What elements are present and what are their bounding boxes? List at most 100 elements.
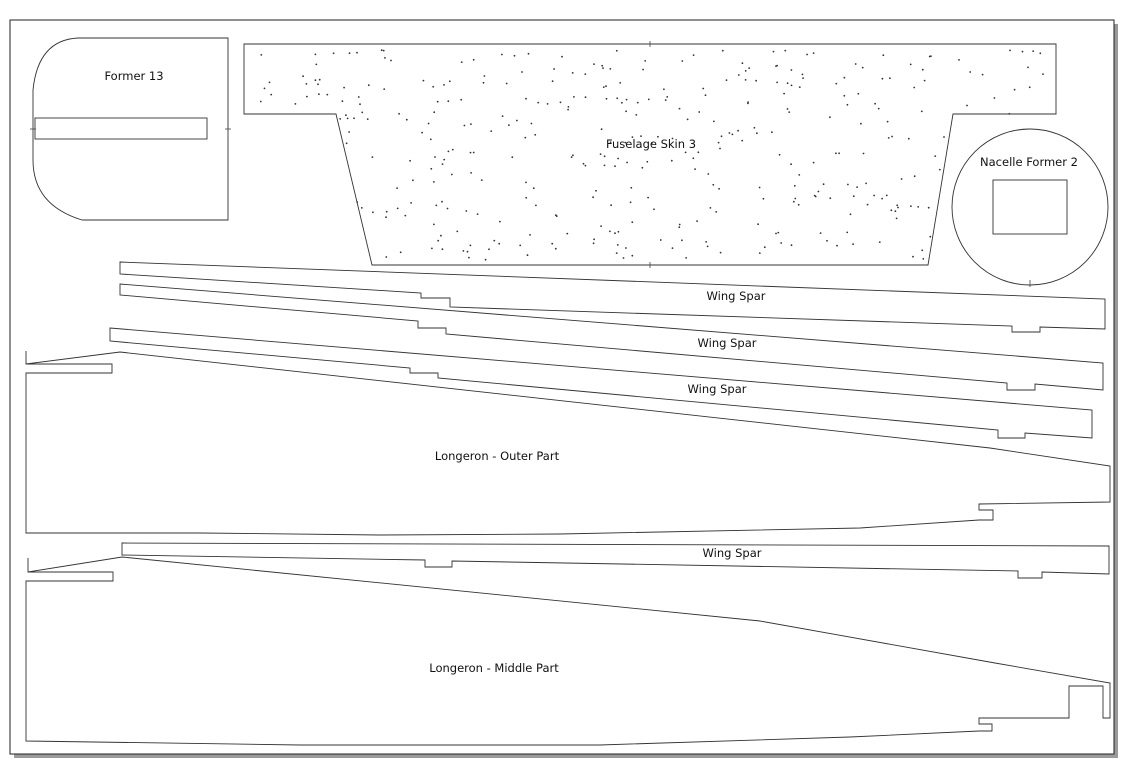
rivet-dot [731,133,734,136]
rivet-dot [554,214,557,217]
rivet-dot [535,204,537,207]
rivet-dot [771,131,773,134]
rivet-dot [890,209,893,212]
rivet-dot [527,52,530,55]
rivet-dot [910,205,912,208]
rivet-dot [798,86,801,88]
rivet-dot [713,120,715,123]
rivet-dot [534,133,537,136]
wing-spar-4-part[interactable]: Wing Spar [121,542,1110,579]
rivet-dot [635,114,638,116]
rivet-dot [610,204,612,207]
rivet-dot [720,135,723,138]
rivet-dot [469,151,472,154]
rivet-dot [443,84,445,86]
rivet-dot [430,167,433,170]
rivet-dot [519,244,522,247]
rivet-dot [776,81,778,84]
rivet-dot [712,183,715,186]
wing-spar-3-part[interactable]: Wing Spar [109,327,1093,439]
rivet-dot [630,186,633,189]
rivet-dot [790,244,793,247]
rivet-dot [480,179,483,182]
wing-spar-2-label: Wing Spar [698,336,757,350]
rivet-dot [1042,73,1044,75]
rivet-dot [966,104,968,107]
rivet-dot [748,67,751,69]
rivet-dot [798,174,801,176]
rivet-dot [755,79,757,82]
rivet-dot [396,187,398,190]
rivet-dot [524,136,527,139]
rivet-dot [719,251,722,254]
rivet-dot [843,76,846,79]
rivet-dot [595,189,597,192]
rivet-dot [856,186,858,189]
rivet-dot [593,63,595,65]
rivet-dot [849,213,852,216]
rivet-dot [1009,49,1011,52]
rivet-dot [619,82,622,84]
rivet-dot [647,196,649,199]
former-13-slot [34,117,208,140]
rivet-dot [794,197,797,200]
rivet-dot [636,101,639,104]
rivet-dot [747,102,749,105]
rivet-dot [573,96,575,98]
rivet-dot [737,129,739,132]
rivet-dot [582,162,585,165]
rivet-dot [332,52,335,55]
rivet-dot [813,194,816,197]
rivet-dot [694,168,696,171]
rivet-dot [410,202,412,204]
rivet-dot [666,96,669,98]
rivet-dot [602,67,604,69]
rivet-dot [792,200,795,203]
rivet-dot [763,246,766,249]
rivet-dot [969,71,972,73]
rivet-dot [343,86,345,89]
rivet-dot [943,136,945,138]
rivet-dot [622,257,625,259]
rivet-dot [554,247,557,250]
rivet-dot [553,68,555,70]
fuselage-skin-3-part[interactable]: Fuselage Skin 3 [243,41,1057,268]
rivet-dot [921,249,924,252]
rivet-dot [447,150,450,153]
rivet-dot [1028,86,1031,89]
rivet-dot [718,187,720,190]
rivet-dot [642,68,644,71]
rivet-dot [927,206,930,209]
rivet-dot [862,152,865,155]
rivet-dot [617,230,620,233]
rivet-dot [433,223,435,226]
rivet-dot [385,216,387,219]
wing-spar-1-part[interactable]: Wing Spar [119,261,1106,333]
rivet-dot [744,70,747,72]
rivet-dot [860,122,862,125]
rivet-dot [678,223,681,226]
longeron-middle-part[interactable]: Longeron - Middle Part [25,556,1111,746]
rivet-dot [353,117,355,120]
rivet-dot [616,97,619,100]
rivet-dot [897,206,899,209]
rivet-dot [852,195,855,198]
former-13-part[interactable]: Former 13 [30,37,231,221]
rivet-dot [356,51,358,54]
wing-spar-2-part[interactable]: Wing Spar [119,283,1104,391]
longeron-outer-part[interactable]: Longeron - Outer Part [25,351,1111,536]
rivet-dot [603,164,606,167]
rivet-dot [601,64,604,67]
rivet-dot [609,230,611,233]
rivet-dot [641,166,644,169]
rivet-dot [341,100,344,103]
rivet-dot [707,173,710,175]
rivet-dot [468,256,470,259]
rivet-dot [882,54,885,57]
rivet-dot [615,252,618,255]
nacelle-former-2-part[interactable]: Nacelle Former 2 [951,128,1109,287]
rivet-dot [702,87,705,90]
rivet-dot [488,248,490,251]
rivet-dot [847,183,849,186]
rivet-dot [812,161,815,164]
